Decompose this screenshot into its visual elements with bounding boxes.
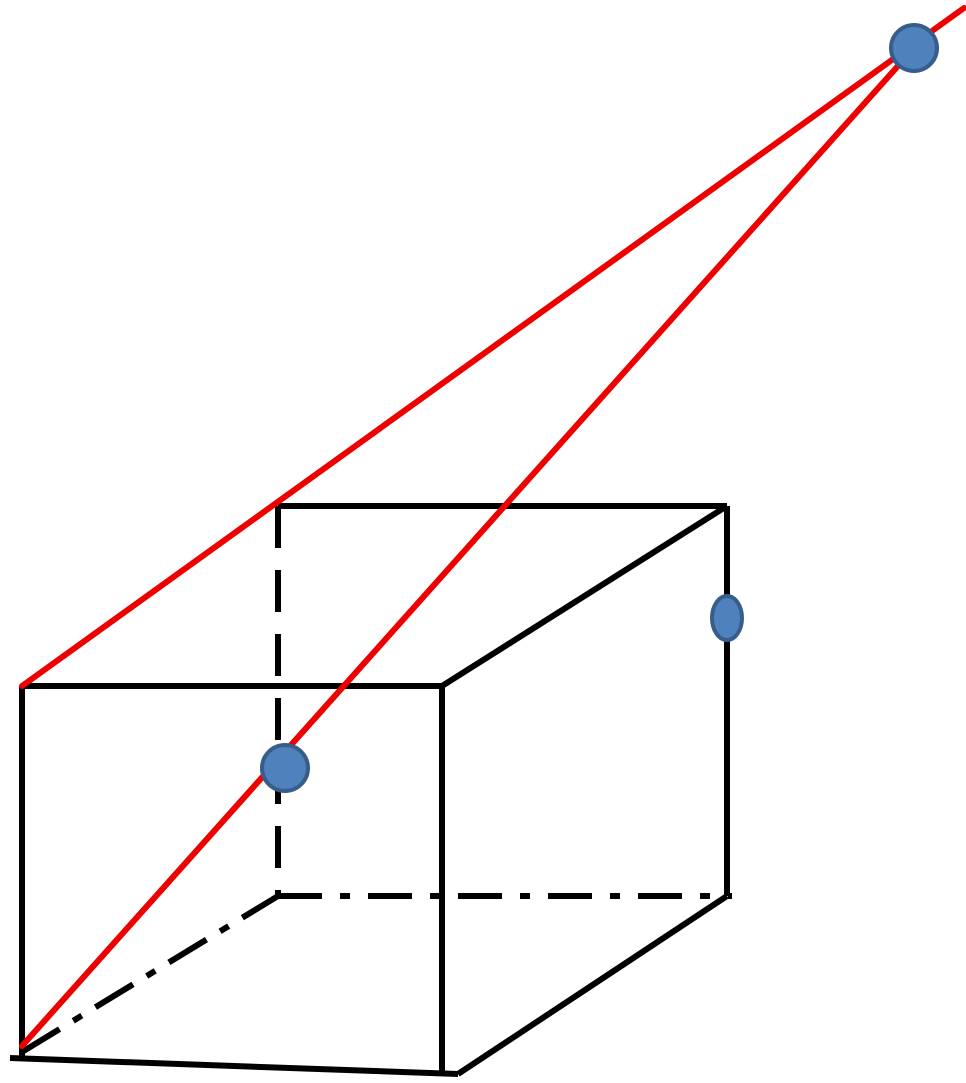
lower-ray [19, 45, 917, 1049]
upper-ray [19, 5, 966, 689]
markers [260, 23, 939, 793]
apex-point-marker [889, 23, 939, 73]
front-bottom-edge [9, 1055, 459, 1077]
bottom-right-edge [456, 893, 729, 1077]
hidden-left-bottom-edge [20, 893, 280, 1055]
intersection-point-marker [260, 743, 310, 793]
rays [19, 5, 966, 1049]
cube [9, 503, 732, 1077]
edge-point-marker [710, 594, 744, 642]
top-right-edge [440, 503, 729, 689]
